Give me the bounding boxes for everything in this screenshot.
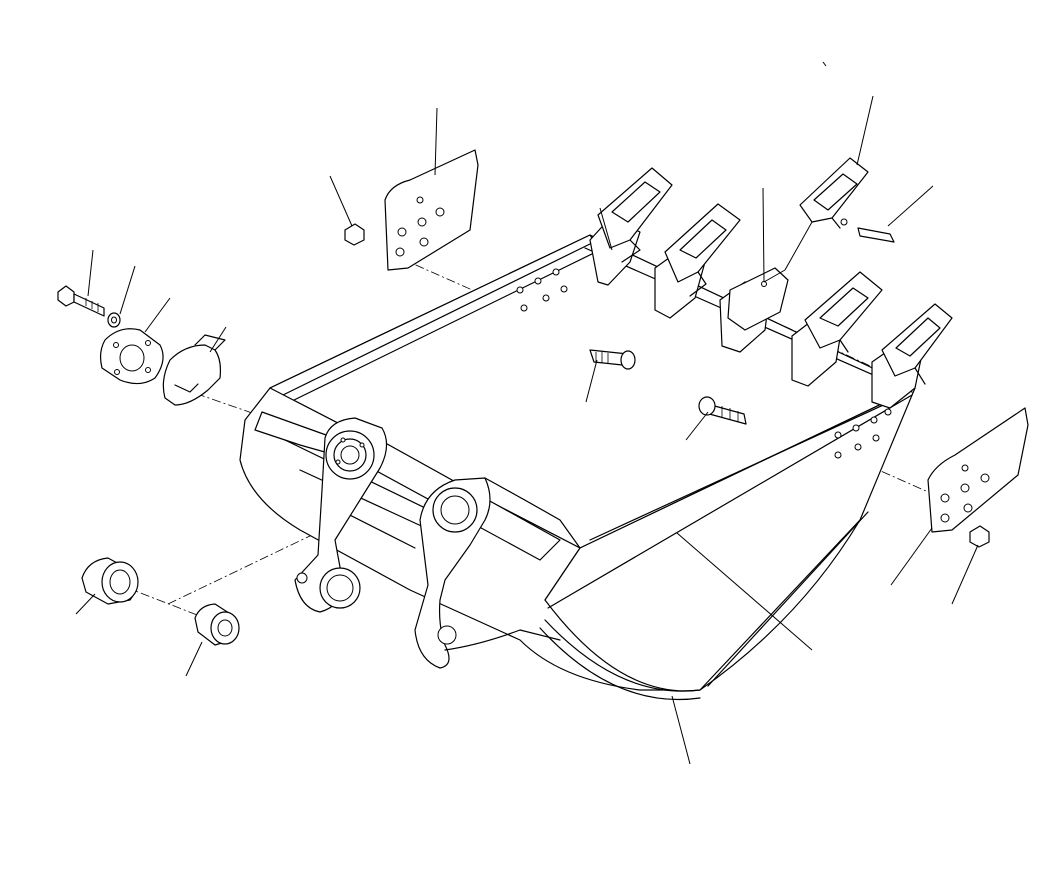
- shim: [162, 334, 226, 406]
- tooth-point-2: [664, 203, 741, 297]
- side-cutter-left: [384, 149, 479, 271]
- leader-lines: [75, 61, 979, 765]
- tooth-point-1: [597, 167, 673, 263]
- washer: [107, 312, 121, 328]
- bushing-1: [81, 557, 139, 605]
- tooth-point-4: [804, 271, 883, 353]
- side-cutter-nut-left: [344, 223, 365, 246]
- bolt: [57, 285, 105, 317]
- tooth-point-5: [881, 303, 953, 385]
- side-cutter-bolt-1: [589, 349, 636, 370]
- side-cutter-right: [927, 407, 1029, 533]
- bushing-2: [194, 603, 240, 646]
- tooth-pin: [840, 218, 895, 243]
- tooth-points: [597, 157, 953, 385]
- boss-plate: [99, 328, 164, 385]
- bucket-linkage-brackets: [294, 417, 581, 669]
- tooth-point-3: [799, 157, 869, 229]
- tooth-point-center: [727, 267, 789, 331]
- side-cutter-nut-right: [969, 525, 990, 548]
- side-cutter-bolt-2: [698, 396, 747, 425]
